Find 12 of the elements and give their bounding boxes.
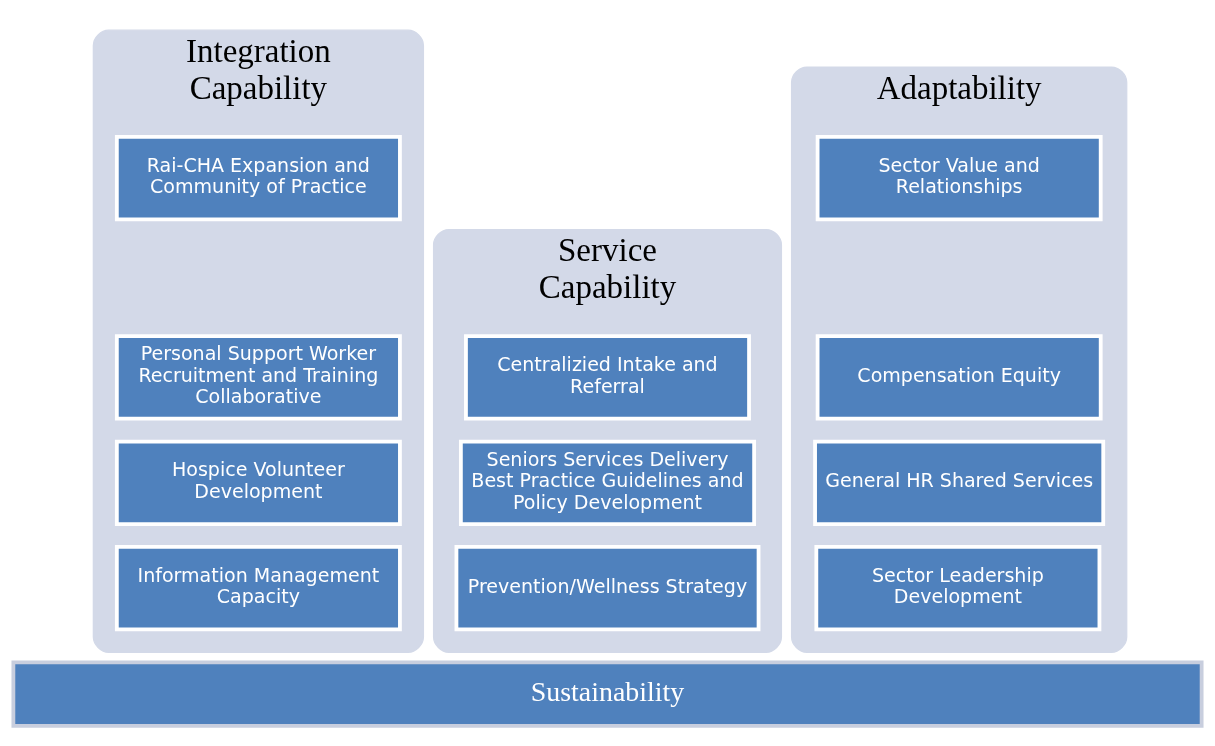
node-box: Personal Support Worker Recruitment and Training Collaborative xyxy=(114,334,402,421)
node-box: Sustainability xyxy=(11,660,1204,728)
node-box: Centralizied Intake and Referral xyxy=(464,334,751,421)
node-box: Sector Leadership Development xyxy=(814,545,1102,632)
node-box: Information Management Capacity xyxy=(114,545,402,632)
node-box: General HR Shared Services xyxy=(813,439,1106,526)
node-box: Rai-CHA Expansion and Community of Practice xyxy=(114,134,402,222)
node-box: Hospice Volunteer Development xyxy=(114,439,402,526)
node-box: Sector Value and Relationships xyxy=(815,134,1103,222)
node-box: Prevention/Wellness Strategy xyxy=(454,545,761,632)
node-box: Seniors Services Delivery Best Practice Guidelines and Policy Development xyxy=(458,439,757,526)
node-box: Compensation Equity xyxy=(815,334,1103,421)
